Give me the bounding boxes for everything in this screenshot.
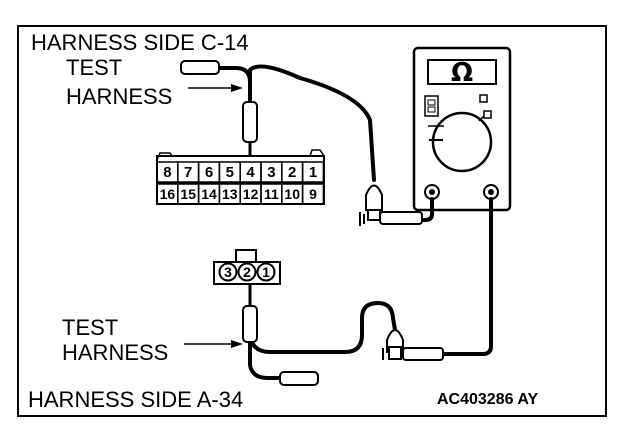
a34-pin-2: 2 [243, 264, 251, 280]
top-harness-plug [180, 60, 258, 160]
bottom-harness-plug [242, 284, 319, 386]
label-test-bottom: TEST [62, 315, 119, 340]
c14-bottom-pin-10: 10 [284, 186, 300, 202]
c14-bottom-pin-13: 13 [222, 186, 238, 202]
pin-cell [301, 161, 325, 183]
label-test-top: TEST [66, 55, 123, 80]
bottom-probe-wire [248, 301, 397, 354]
a34-pin-circle [256, 262, 276, 282]
c14-top-pin-5: 5 [226, 164, 234, 181]
c14-bottom-pin-11: 11 [264, 186, 279, 202]
c14-top-pin-6: 6 [205, 164, 213, 181]
c14-top-pin-8: 8 [163, 164, 171, 181]
c14-bottom-pin-16: 16 [160, 186, 176, 202]
a34-pin-3: 3 [224, 264, 232, 280]
c14-top-pin-3: 3 [267, 164, 275, 181]
meter-right-wire [438, 197, 493, 356]
figure-code: AC403286 AY [437, 391, 539, 408]
c14-top-pin-1: 1 [309, 164, 317, 181]
top-probe-wire [248, 64, 376, 182]
label-harness-side-c14: HARNESS SIDE C-14 [31, 30, 249, 55]
a34-pin-circle [237, 262, 257, 282]
label-harness-side-a34: HARNESS SIDE A-34 [28, 387, 244, 412]
c14-bottom-pin-15: 15 [180, 186, 196, 202]
a34-pin-circle [218, 262, 238, 282]
c14-bottom-pin-9: 9 [309, 186, 317, 202]
c14-top-pin-7: 7 [184, 164, 192, 181]
label-harness-bottom: HARNESS [62, 340, 169, 365]
a34-pin-1: 1 [262, 264, 270, 280]
selector-dial [431, 111, 493, 173]
bottom-probe [382, 329, 444, 361]
ohm-symbol: Ω [451, 58, 473, 88]
c14-bottom-pin-14: 14 [201, 186, 217, 202]
c14-top-pin-2: 2 [288, 164, 296, 181]
leader-arrows [184, 84, 243, 348]
c14-bottom-pin-12: 12 [243, 186, 259, 202]
c14-top-pin-4: 4 [246, 164, 255, 181]
label-harness-top: HARNESS [66, 84, 173, 109]
pin-cell [301, 183, 325, 205]
top-harness-lead [216, 66, 252, 102]
top-probe [359, 184, 423, 226]
meter-left-wire [418, 197, 434, 222]
bottom-harness-lead [248, 338, 284, 380]
ohmmeter: Ω [412, 46, 512, 212]
